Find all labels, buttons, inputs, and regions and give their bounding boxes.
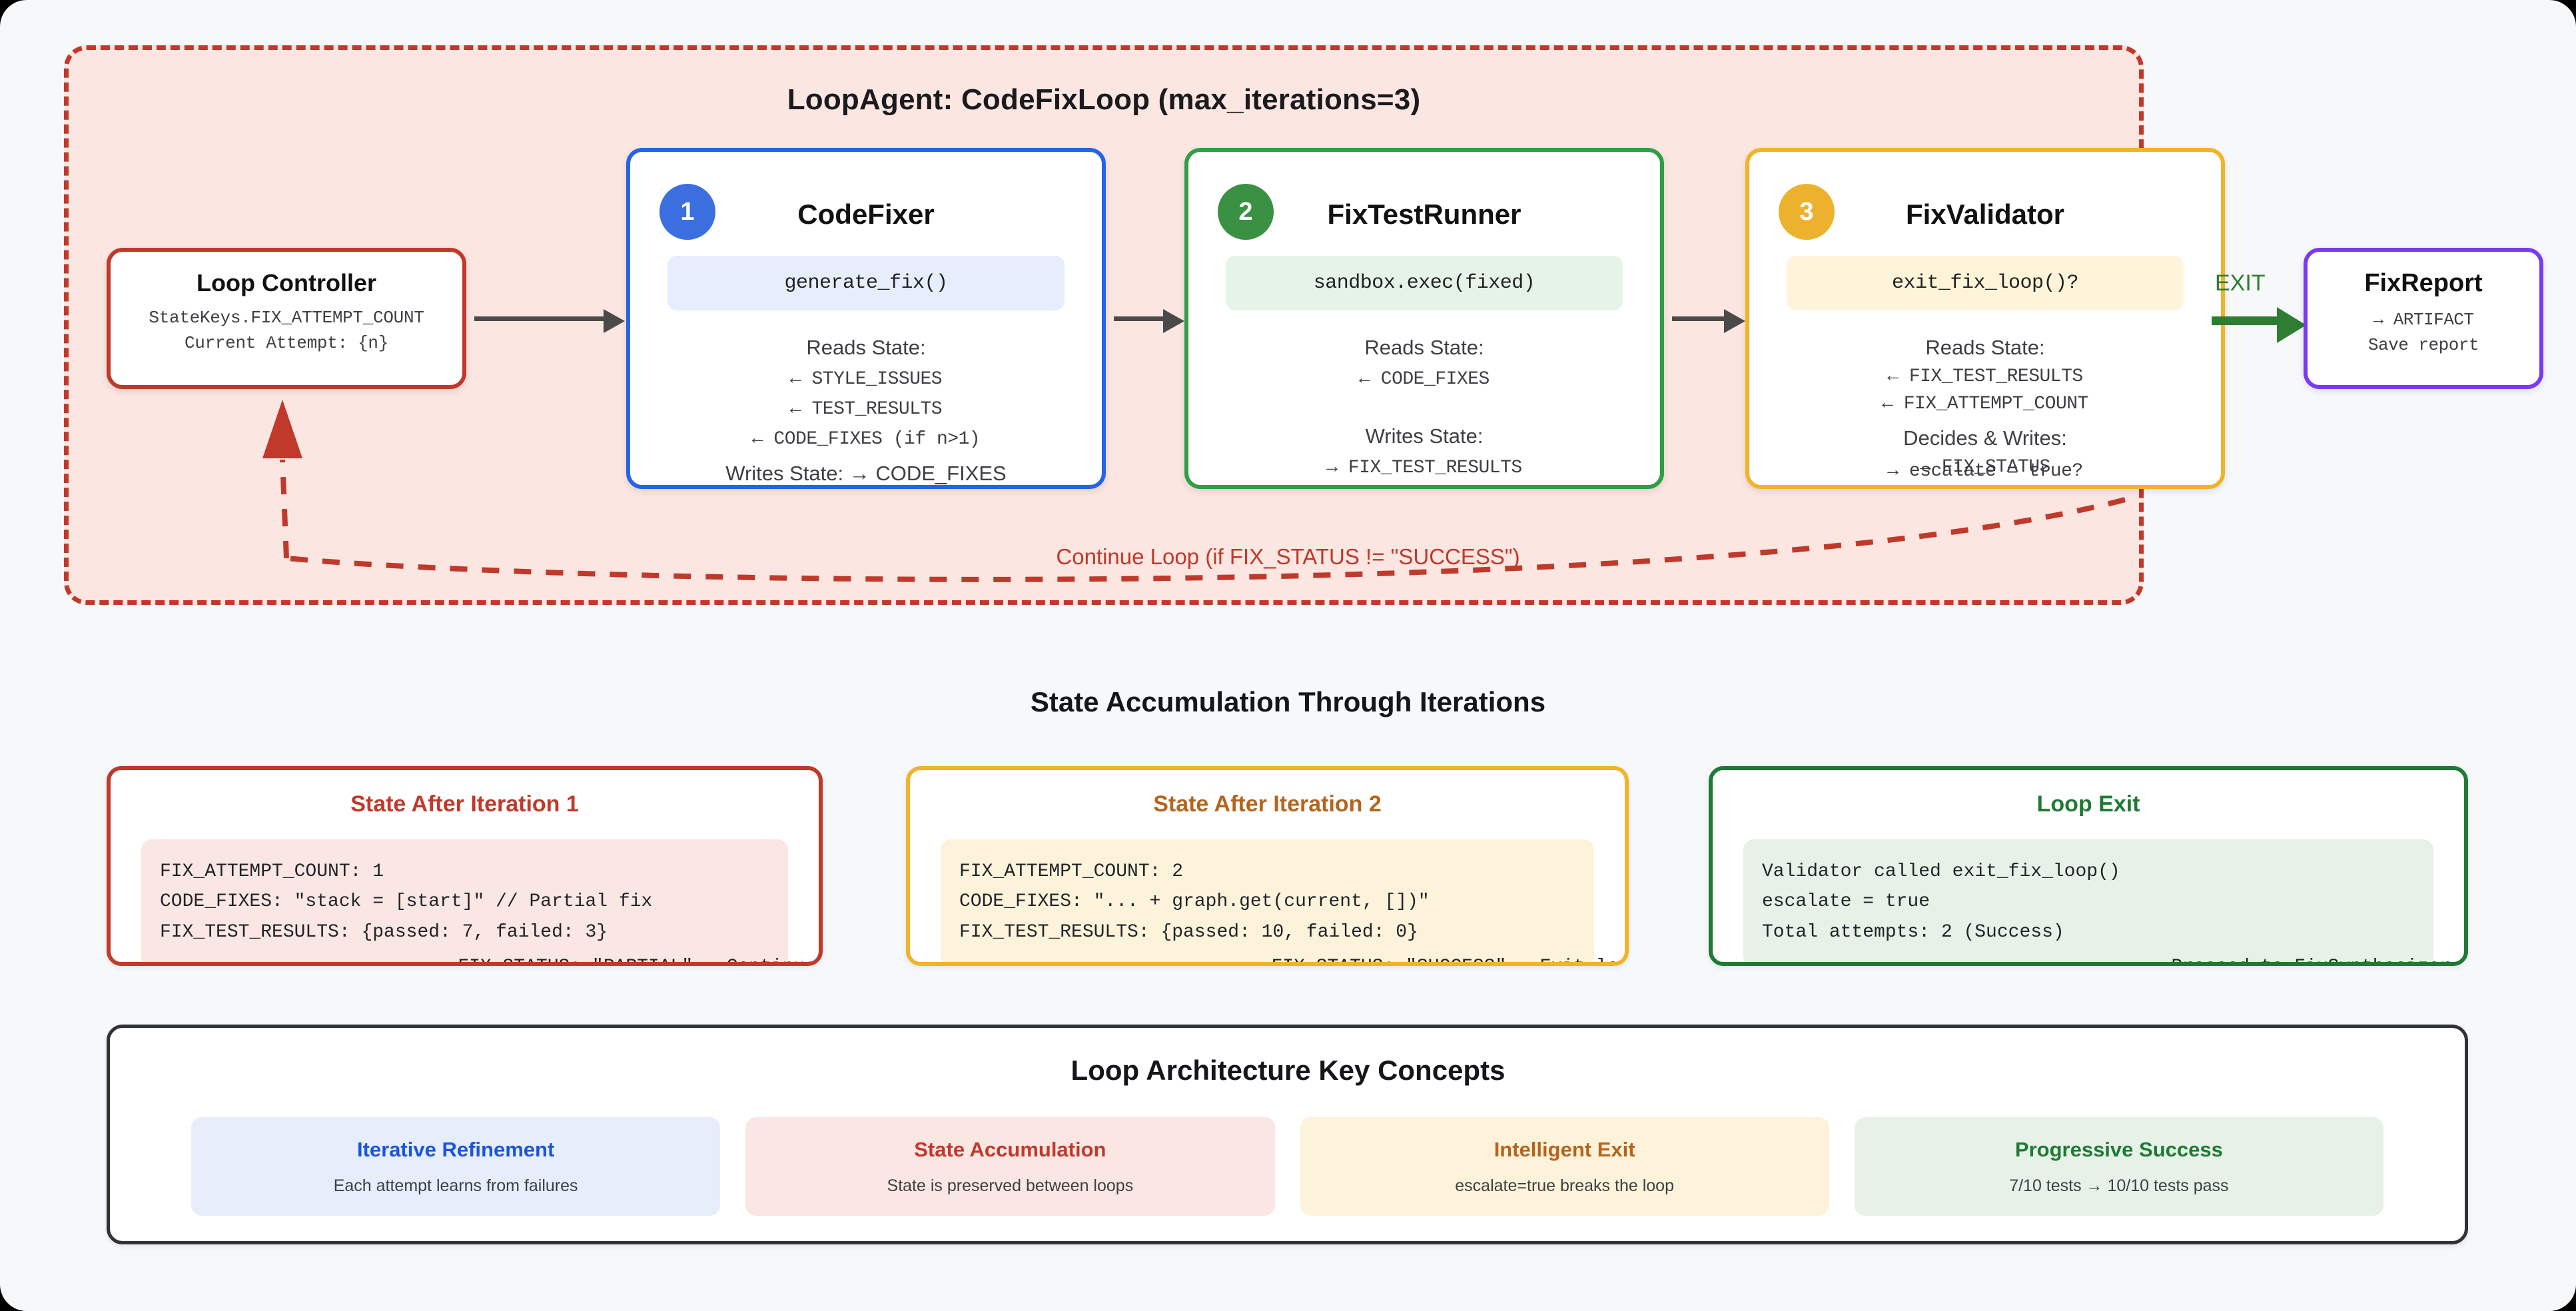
reads-state-item: ← FIX_ATTEMPT_COUNT xyxy=(1882,394,2088,414)
agent-title-fixvalidator: FixValidator xyxy=(1905,199,2065,230)
loop-agent-title: LoopAgent: CodeFixLoop (max_iterations=3… xyxy=(787,83,1421,116)
fix-report-save: Save report xyxy=(2367,335,2479,355)
writes-state-label: Writes State: xyxy=(1365,424,1484,448)
agent-body-fixvalidator: Reads State: ← FIX_TEST_RESULTS ← FIX_AT… xyxy=(1749,324,2221,478)
connector-controller-to-codefixer xyxy=(474,309,625,333)
concept-title: Iterative Refinement xyxy=(356,1137,555,1161)
reads-state-item: ← TEST_RESULTS xyxy=(789,399,943,420)
reads-state-item: ← CODE_FIXES (if n>1) xyxy=(751,429,981,450)
writes-state-item: → FIX_STATUS xyxy=(1920,457,2050,478)
agent-node-codefixer[interactable]: 1 CodeFixer generate_fix() Reads State: … xyxy=(626,148,1106,489)
agent-node-fixtestrunner[interactable]: 2 FixTestRunner sandbox.exec(fixed) Read… xyxy=(1184,148,1664,489)
agent-node-fixvalidator[interactable]: 3 FixValidator exit_fix_loop()? Reads St… xyxy=(1745,148,2225,489)
state-card-footer: FIX_STATUS: "PARTIAL" → Continue loop xyxy=(141,957,819,962)
reads-state-label: Reads State: xyxy=(1364,336,1484,359)
fixvalidator-escalate-note: → escalate = true? xyxy=(1887,461,2083,482)
agent-badge-2: 2 xyxy=(1218,184,1274,240)
concept-title: Progressive Success xyxy=(2014,1137,2223,1161)
continue-loop-label: Continue Loop (if FIX_STATUS != "SUCCESS… xyxy=(1056,544,1520,569)
concept-title: State Accumulation xyxy=(914,1137,1106,1161)
concept-subtitle: State is preserved between loops xyxy=(887,1176,1134,1195)
state-card-title: State After Iteration 1 xyxy=(350,791,579,817)
agent-method-chip-fixtestrunner[interactable]: sandbox.exec(fixed) xyxy=(1226,256,1623,310)
agent-title-codefixer: CodeFixer xyxy=(797,199,935,230)
agent-body-fixtestrunner: Reads State: ← CODE_FIXES Writes State: … xyxy=(1188,324,1660,478)
state-card-iteration-2[interactable]: State After Iteration 2 FIX_ATTEMPT_COUN… xyxy=(906,766,1629,966)
key-concepts-row: Iterative Refinement Each attempt learns… xyxy=(191,1117,2383,1216)
fix-report-artifact: → ARTIFACT xyxy=(2373,310,2474,330)
spacer xyxy=(1188,390,1660,412)
state-card-loop-exit[interactable]: Loop Exit Validator called exit_fix_loop… xyxy=(1709,766,2468,966)
concept-card-intelligent-exit[interactable]: Intelligent Exit escalate=true breaks th… xyxy=(1300,1117,1829,1216)
key-concepts-heading: Loop Architecture Key Concepts xyxy=(1071,1055,1505,1086)
agent-badge-3: 3 xyxy=(1779,184,1835,240)
state-card-title: State After Iteration 2 xyxy=(1153,791,1382,817)
connector-codefixer-to-fixtestrunner xyxy=(1114,309,1184,333)
writes-state-item: → FIX_TEST_RESULTS xyxy=(1326,458,1522,478)
loop-controller-node[interactable]: Loop Controller StateKeys.FIX_ATTEMPT_CO… xyxy=(107,248,466,389)
concept-title: Intelligent Exit xyxy=(1494,1137,1635,1161)
writes-state-label: Writes State: → CODE_FIXES xyxy=(725,462,1007,485)
reads-state-item: ← STYLE_ISSUES xyxy=(789,369,943,390)
loop-controller-title: Loop Controller xyxy=(197,269,376,296)
state-card-body: Validator called exit_fix_loop() escalat… xyxy=(1743,839,2433,962)
concept-card-state-accumulation[interactable]: State Accumulation State is preserved be… xyxy=(745,1117,1275,1216)
state-section-heading: State Accumulation Through Iterations xyxy=(1030,686,1546,717)
agent-method-chip-fixvalidator[interactable]: exit_fix_loop()? xyxy=(1787,256,2184,310)
state-card-iteration-1[interactable]: State After Iteration 1 FIX_ATTEMPT_COUN… xyxy=(107,766,823,966)
reads-state-item: ← CODE_FIXES xyxy=(1359,369,1490,390)
fix-report-node[interactable]: FixReport → ARTIFACT Save report xyxy=(2304,248,2543,389)
state-card-body: FIX_ATTEMPT_COUNT: 2 CODE_FIXES: "... + … xyxy=(941,839,1594,962)
key-concepts-panel: Iterative Refinement Each attempt learns… xyxy=(107,1025,2468,1244)
loop-controller-attempt: Current Attempt: {n} xyxy=(184,333,389,353)
state-card-title: Loop Exit xyxy=(2036,791,2140,817)
concept-subtitle: 7/10 tests → 10/10 tests pass xyxy=(2009,1176,2229,1195)
agent-badge-1: 1 xyxy=(659,184,715,240)
decides-writes-label: Decides & Writes: xyxy=(1903,426,2067,450)
concept-card-iterative-refinement[interactable]: Iterative Refinement Each attempt learns… xyxy=(191,1117,721,1216)
reads-state-item: ← FIX_TEST_RESULTS xyxy=(1887,366,2083,387)
concept-card-progressive-success[interactable]: Progressive Success 7/10 tests → 10/10 t… xyxy=(1854,1117,2383,1216)
state-card-body: FIX_ATTEMPT_COUNT: 1 CODE_FIXES: "stack … xyxy=(141,839,788,962)
connector-exit-to-fixreport xyxy=(2212,307,2306,343)
state-card-footer: Proceed to FixSynthesizer → xyxy=(1743,957,2464,962)
state-card-footer: FIX_STATUS: "SUCCESS" → Exit loop xyxy=(941,957,1625,962)
connector-fixtestrunner-to-fixvalidator xyxy=(1672,309,1745,333)
concept-subtitle: escalate=true breaks the loop xyxy=(1455,1176,1674,1195)
fix-report-title: FixReport xyxy=(2364,269,2483,297)
concept-subtitle: Each attempt learns from failures xyxy=(333,1176,578,1195)
agent-title-fixtestrunner: FixTestRunner xyxy=(1327,199,1521,230)
agent-body-codefixer: Reads State: ← STYLE_ISSUES ← TEST_RESUL… xyxy=(630,324,1102,486)
reads-state-label: Reads State: xyxy=(806,336,926,359)
reads-state-label: Reads State: xyxy=(1925,336,2045,359)
agent-method-chip-codefixer[interactable]: generate_fix() xyxy=(667,256,1065,310)
loop-controller-statekey: StateKeys.FIX_ATTEMPT_COUNT xyxy=(149,308,424,328)
exit-label: EXIT xyxy=(2215,270,2266,296)
